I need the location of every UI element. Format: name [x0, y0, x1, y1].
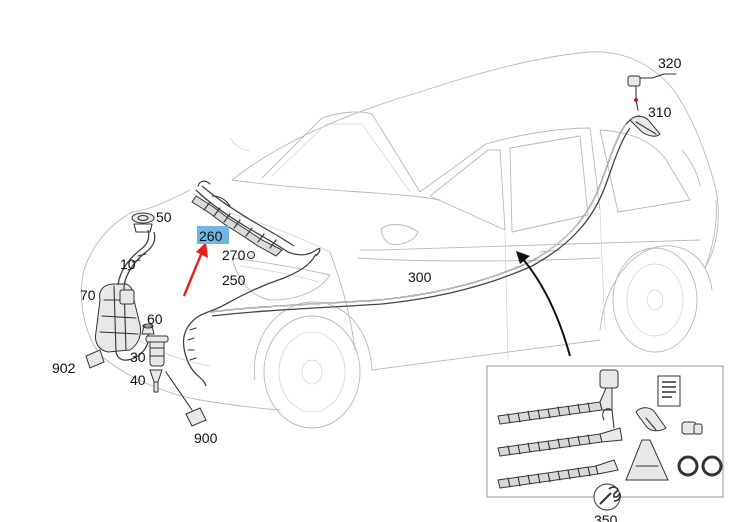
kit-hose-3: [497, 459, 619, 489]
callout-60[interactable]: 60: [147, 311, 163, 327]
callout-300[interactable]: 300: [408, 269, 432, 285]
washer-pump[interactable]: [145, 335, 169, 367]
callout-40[interactable]: 40: [130, 372, 146, 388]
level-sensor[interactable]: [149, 369, 163, 393]
washer-reservoir[interactable]: [95, 283, 141, 353]
callout-highlight: [197, 226, 229, 244]
callout-310[interactable]: 310: [648, 104, 672, 120]
callout-902[interactable]: 902: [52, 360, 76, 376]
kit-funnel: [625, 439, 669, 481]
rear-nozzle[interactable]: [629, 115, 661, 137]
callout-10[interactable]: 10: [120, 256, 136, 272]
nozzle-hose-assembly[interactable]: [191, 180, 321, 257]
repair-kit-detail[interactable]: [486, 365, 724, 511]
callout-30[interactable]: 30: [130, 349, 146, 365]
kit-hose-2: [497, 408, 623, 457]
tag-900[interactable]: [165, 371, 207, 427]
kit-clip: [635, 407, 667, 432]
wrench-icon: [593, 483, 621, 511]
front-washer-hose[interactable]: [182, 253, 317, 387]
callout-labels: 10 50 70 60 30 40 902 900 260 270 250 30…: [52, 55, 682, 522]
kit-hose-1: [497, 369, 619, 425]
callout-350[interactable]: 350: [594, 512, 618, 522]
callout-70[interactable]: 70: [80, 287, 96, 303]
callout-50[interactable]: 50: [156, 209, 172, 225]
callout-260[interactable]: 260: [199, 228, 223, 244]
kit-instruction-sheet: [657, 375, 681, 407]
hose-clip[interactable]: [247, 251, 255, 259]
detail-pointer-arrow: [516, 251, 571, 357]
kit-o-rings: [677, 455, 723, 477]
callout-320[interactable]: 320: [658, 55, 682, 71]
tag-902[interactable]: [85, 349, 105, 369]
callout-250[interactable]: 250: [222, 272, 246, 288]
pump-grommet[interactable]: [141, 323, 155, 335]
filler-cap[interactable]: [131, 212, 155, 233]
rear-washer-hose[interactable]: [209, 115, 641, 317]
vehicle-outline: [80, 51, 719, 429]
filler-neck[interactable]: [117, 229, 156, 287]
callout-900[interactable]: 900: [194, 430, 218, 446]
highlight-pointer-arrow: [182, 242, 208, 297]
callout-270[interactable]: 270: [222, 247, 246, 263]
rear-connector[interactable]: [627, 73, 677, 111]
kit-connector: [681, 421, 703, 435]
